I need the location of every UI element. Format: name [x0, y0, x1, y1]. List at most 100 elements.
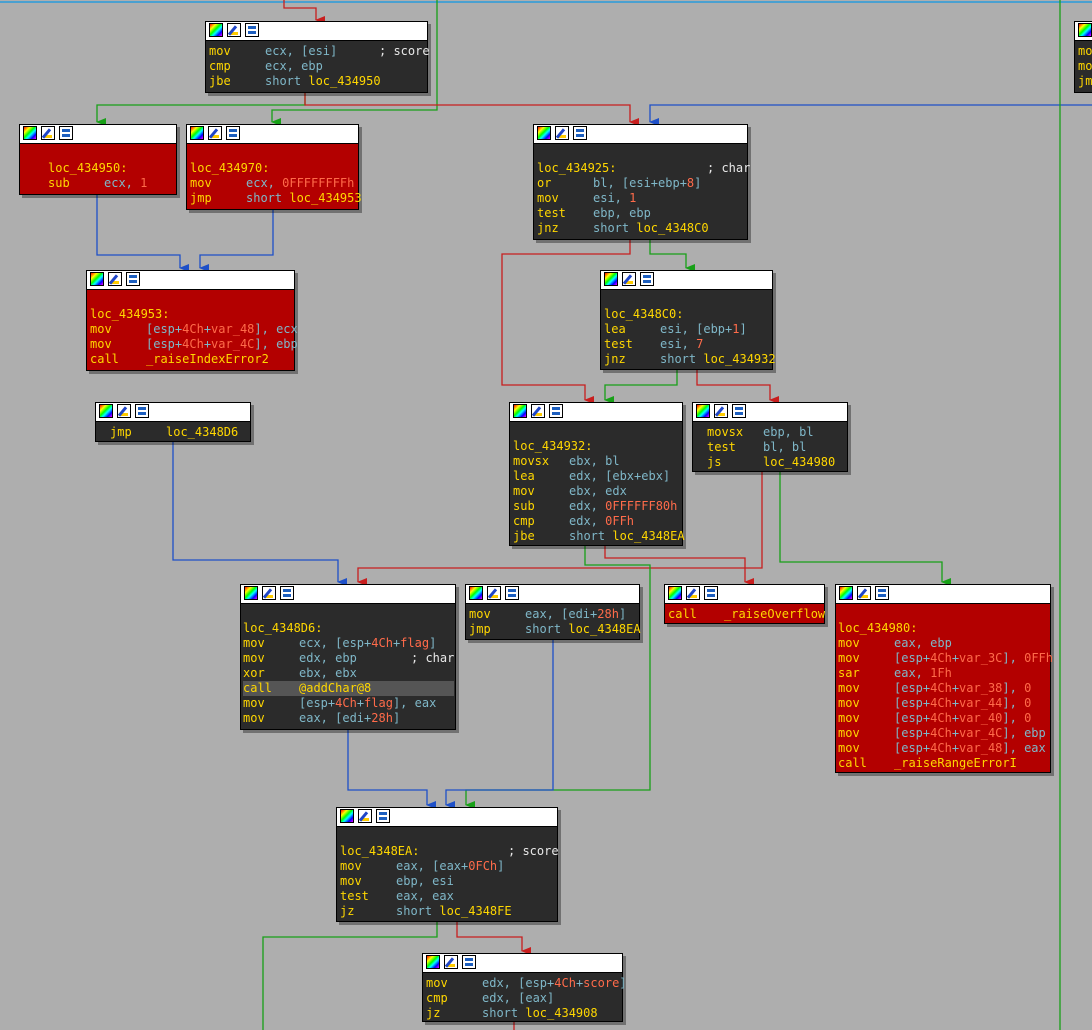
instruction-line[interactable]: mo [1078, 44, 1092, 59]
edit-icon[interactable] [41, 126, 55, 140]
edit-icon[interactable] [857, 586, 871, 600]
block-label-line[interactable]: loc_4348C0: [604, 307, 770, 322]
code-block-partial[interactable]: mo mo jm [1074, 21, 1092, 93]
block-label-line[interactable]: loc_434950: [48, 161, 174, 176]
instruction-line[interactable]: call_raiseOverflow [668, 607, 825, 622]
instruction-line[interactable]: mov[esp+4Ch+var_38], 0 [838, 681, 1049, 696]
edit-icon[interactable] [108, 272, 122, 286]
instruction-line[interactable]: mov[esp+4Ch+var_44], 0 [838, 696, 1049, 711]
block-label-line[interactable]: loc_434953: [90, 307, 292, 322]
edit-icon[interactable] [358, 809, 372, 823]
code-block[interactable]: loc_434953: mov[esp+4Ch+var_48], ecx mov… [86, 270, 298, 371]
code-reference[interactable]: loc_4348EA [612, 529, 685, 543]
graph-icon[interactable] [280, 586, 294, 600]
graph-icon[interactable] [704, 586, 718, 600]
instruction-line[interactable]: jm [1078, 74, 1092, 89]
graph-icon[interactable] [573, 126, 587, 140]
graph-icon[interactable] [462, 955, 476, 969]
block-label[interactable]: loc_4348EA: [340, 844, 420, 858]
color-icon[interactable] [426, 955, 440, 969]
code-reference[interactable]: @addChar@8 [299, 681, 372, 695]
code-reference[interactable]: _raiseIndexError2 [146, 352, 269, 366]
instruction-line[interactable]: mov[esp+4Ch+var_48], ecx [90, 322, 298, 337]
color-icon[interactable] [696, 404, 710, 418]
block-label[interactable]: loc_434970: [190, 161, 270, 175]
instruction-line[interactable]: mov[esp+4Ch+var_48], eax [838, 741, 1049, 756]
instruction-line[interactable]: mo [1078, 59, 1092, 74]
block-label-line[interactable]: loc_434925:; char [537, 161, 750, 176]
color-icon[interactable] [513, 404, 527, 418]
graph-icon[interactable] [549, 404, 563, 418]
color-icon[interactable] [23, 126, 37, 140]
code-reference[interactable]: loc_434953 [289, 191, 362, 205]
edit-icon[interactable] [555, 126, 569, 140]
edit-icon[interactable] [686, 586, 700, 600]
block-label-line[interactable]: loc_434970: [190, 161, 356, 176]
color-icon[interactable] [839, 586, 853, 600]
code-reference[interactable]: loc_434932 [703, 352, 776, 366]
code-block[interactable]: call_raiseOverflow [664, 584, 825, 624]
block-label-line[interactable]: loc_4348D6: [243, 621, 454, 636]
code-reference[interactable]: loc_434908 [525, 1006, 598, 1020]
graph-icon[interactable] [135, 404, 149, 418]
code-reference[interactable]: loc_4348C0 [636, 221, 709, 235]
block-label[interactable]: loc_434953: [90, 307, 170, 321]
edit-icon[interactable] [531, 404, 545, 418]
block-label[interactable]: loc_434925: [537, 161, 617, 175]
color-icon[interactable] [244, 586, 258, 600]
color-icon[interactable] [469, 586, 483, 600]
edit-icon[interactable] [487, 586, 501, 600]
edit-icon[interactable] [117, 404, 131, 418]
color-icon[interactable] [537, 126, 551, 140]
instruction-line[interactable]: mov[esp+4Ch+var_40], 0 [838, 711, 1049, 726]
color-icon[interactable] [190, 126, 204, 140]
graph-icon[interactable] [875, 586, 889, 600]
color-icon[interactable] [1078, 23, 1092, 37]
instruction-line[interactable]: call_raiseIndexError2 [90, 352, 292, 367]
color-icon[interactable] [668, 586, 682, 600]
block-label[interactable]: loc_434950: [48, 161, 128, 175]
edit-icon[interactable] [444, 955, 458, 969]
block-label-line[interactable]: loc_434932: [513, 439, 680, 454]
graph-icon[interactable] [126, 272, 140, 286]
graph-icon[interactable] [505, 586, 519, 600]
block-label-line[interactable]: loc_4348EA:; score [340, 844, 559, 859]
color-icon[interactable] [209, 23, 223, 37]
edit-icon[interactable] [622, 272, 636, 286]
block-label-line[interactable]: loc_434980: [838, 621, 1049, 636]
code-reference[interactable]: loc_4348FE [439, 904, 512, 918]
